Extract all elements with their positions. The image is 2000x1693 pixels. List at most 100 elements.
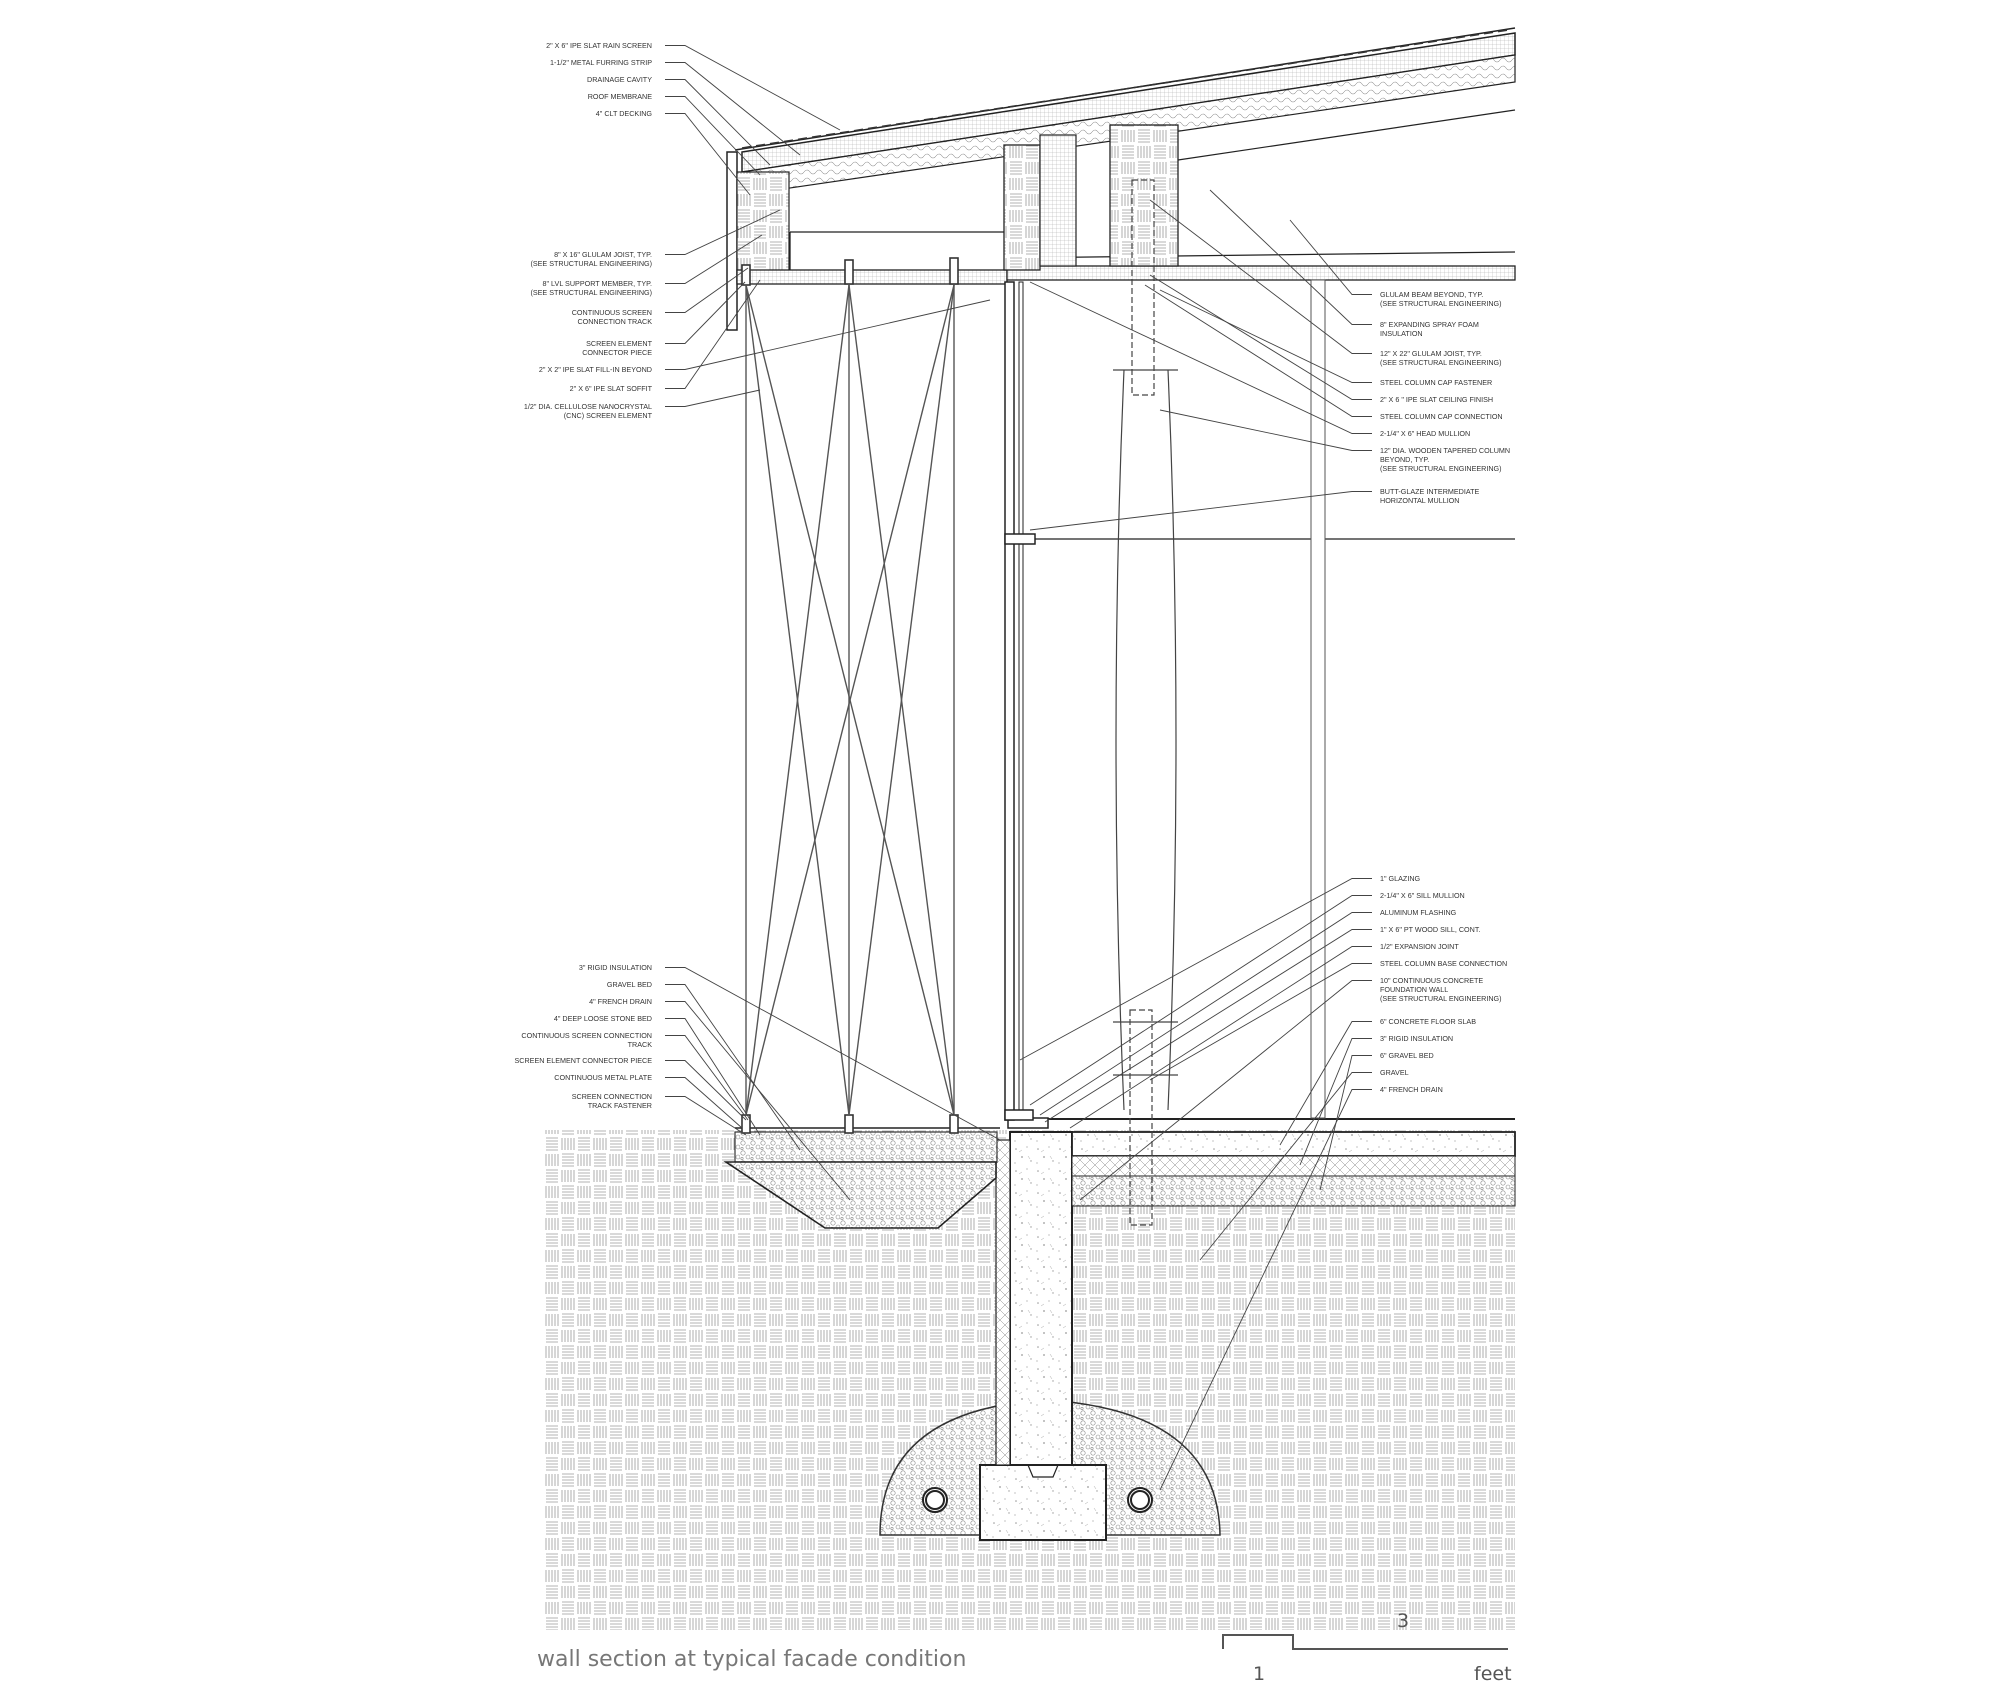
leader-line xyxy=(665,62,801,156)
scale-label-one: 1 xyxy=(1253,1663,1265,1685)
rain-screen-slat xyxy=(1427,40,1438,44)
leader-line xyxy=(1069,946,1372,1129)
callout-text: GRAVEL xyxy=(1380,1068,1409,1077)
rain-screen-slat xyxy=(1483,31,1494,35)
leader-line xyxy=(1319,1055,1372,1191)
callout-text: BEYOND, TYP. xyxy=(1380,455,1429,464)
scale-label-three: 3 xyxy=(1397,1610,1409,1632)
rain-screen-slat xyxy=(1175,78,1186,82)
leader-line xyxy=(665,96,761,176)
leader-line xyxy=(665,113,751,196)
leader-line xyxy=(1209,189,1372,325)
roof-assembly xyxy=(726,27,1516,331)
leader-line xyxy=(665,389,761,407)
callout-text: 3" RIGID INSULATION xyxy=(579,963,652,972)
rain-screen-slat xyxy=(1371,48,1382,52)
callout-text: SCREEN ELEMENT xyxy=(586,339,653,348)
leader-line xyxy=(1079,980,1372,1201)
callout-text: CONTINUOUS METAL PLATE xyxy=(554,1073,652,1082)
rain-screen-slat xyxy=(1217,72,1228,76)
rain-screen-slat xyxy=(853,128,864,132)
callout-text: 4" CLT DECKING xyxy=(596,109,653,118)
drawing-caption: wall section at typical facade condition xyxy=(537,1647,966,1672)
rain-screen-slat xyxy=(1021,102,1032,106)
callout-text: 8" x 16" GLULAM JOIST, TYP. xyxy=(554,250,652,259)
rain-screen-slat xyxy=(993,107,1004,110)
leader-line xyxy=(1299,1038,1372,1166)
leader-line xyxy=(1029,491,1372,531)
foundation-rigid-insulation xyxy=(995,1139,1011,1466)
callout-text: DRAINAGE CAVITY xyxy=(587,75,652,84)
rain-screen-slat xyxy=(811,135,822,139)
rain-screen-slat xyxy=(1455,35,1466,39)
rain-screen-slat xyxy=(1469,33,1480,37)
rain-screen-slat xyxy=(825,132,836,136)
rain-screen-slat xyxy=(1399,44,1410,48)
rain-screen-slat xyxy=(783,139,794,143)
leader-line xyxy=(1149,199,1372,354)
callout-text: 12" DIA. WOODEN TAPERED COLUMN xyxy=(1380,446,1510,455)
rain-screen-slat xyxy=(909,119,920,123)
callout-text: HORIZONTAL MULLION xyxy=(1380,496,1459,505)
leader-line xyxy=(665,1060,747,1121)
callout-text: 8" EXPANDING SPRAY FOAM xyxy=(1380,320,1479,329)
callout-text: 4" FRENCH DRAIN xyxy=(1380,1085,1443,1094)
leader-line xyxy=(665,984,801,1151)
rain-screen-slat xyxy=(937,115,948,119)
rain-screen-slat xyxy=(1189,76,1200,80)
rain-screen-slat xyxy=(923,117,934,121)
rain-screen-slat xyxy=(1161,81,1172,85)
rain-screen-slat xyxy=(797,137,808,141)
tapered-wooden-column xyxy=(1113,179,1178,1226)
leader-line xyxy=(1029,281,1372,434)
callout-text: TRACK xyxy=(628,1040,653,1049)
leader-line xyxy=(665,267,749,313)
callout-text: SCREEN ELEMENT CONNECTOR PIECE xyxy=(514,1056,652,1065)
leader-line xyxy=(665,1001,851,1201)
callout-text: (SEE STRUCTURAL ENGINEERING) xyxy=(1380,464,1502,473)
rain-screen-slat xyxy=(895,122,906,126)
callout-text: 8" LVL SUPPORT MEMBER, TYP. xyxy=(543,279,652,288)
callout-text: 2" x 6 " IPE SLAT CEILING FINISH xyxy=(1380,395,1493,404)
rain-screen-slat xyxy=(881,124,892,128)
callout-text: 10" CONTINUOUS CONCRETE xyxy=(1380,976,1483,985)
callout-text: 3" RIGID INSULATION xyxy=(1380,1034,1453,1043)
leader-line xyxy=(1289,219,1372,295)
leader-line xyxy=(665,209,781,255)
leader-line xyxy=(1159,409,1372,451)
rain-screen-slat xyxy=(867,126,878,130)
callout-text: INSULATION xyxy=(1380,329,1423,338)
callout-text: (CNC) SCREEN ELEMENT xyxy=(564,411,653,420)
callout-text: 12" x 22" GLULAM JOIST, TYP. xyxy=(1380,349,1482,358)
rain-screen-slat xyxy=(1133,85,1144,89)
callout-text: 1" x 6" PT WOOD SILL, CONT. xyxy=(1380,925,1480,934)
callout-text: 1/2" DIA. CELLULOSE NANOCRYSTAL xyxy=(524,402,652,411)
callout-text: CONTINUOUS SCREEN xyxy=(572,308,652,317)
leader-line xyxy=(1029,895,1372,1106)
rain-screen-slat xyxy=(1049,98,1060,102)
leader-line xyxy=(1159,1089,1372,1491)
callout-text: CONNECTION TRACK xyxy=(577,317,652,326)
callout-text: 6" GRAVEL BED xyxy=(1380,1051,1434,1060)
leader-line xyxy=(665,967,1001,1141)
callout-text: 2-1/4" x 6" HEAD MULLION xyxy=(1380,429,1470,438)
leader-line xyxy=(665,1035,749,1121)
rain-screen-slat xyxy=(965,111,976,115)
callout-text: 4" DEEP LOOSE STONE BED xyxy=(554,1014,652,1023)
callout-text: 1" GLAZING xyxy=(1380,874,1421,883)
leader-line xyxy=(665,234,763,284)
callout-text: 2" x 6" IPE SLAT SOFFIT xyxy=(570,384,653,393)
leader-line xyxy=(1044,929,1372,1123)
leader-line xyxy=(1199,1072,1372,1261)
callout-text: BUTT-GLAZE INTERMEDIATE xyxy=(1380,487,1480,496)
interior-floor-assembly xyxy=(1071,1131,1516,1207)
callout-text: CONNECTOR PIECE xyxy=(582,348,652,357)
rain-screen-slat xyxy=(951,113,962,117)
rain-screen-slat xyxy=(1063,96,1074,100)
callout-text: 2-1/4" x 6" SILL MULLION xyxy=(1380,891,1465,900)
callout-text: GLULAM BEAM BEYOND, TYP. xyxy=(1380,290,1483,299)
rain-screen-slat xyxy=(979,109,990,113)
rain-screen-slat xyxy=(1259,66,1270,70)
scale-unit: feet xyxy=(1474,1663,1512,1685)
leader-line xyxy=(665,281,746,344)
